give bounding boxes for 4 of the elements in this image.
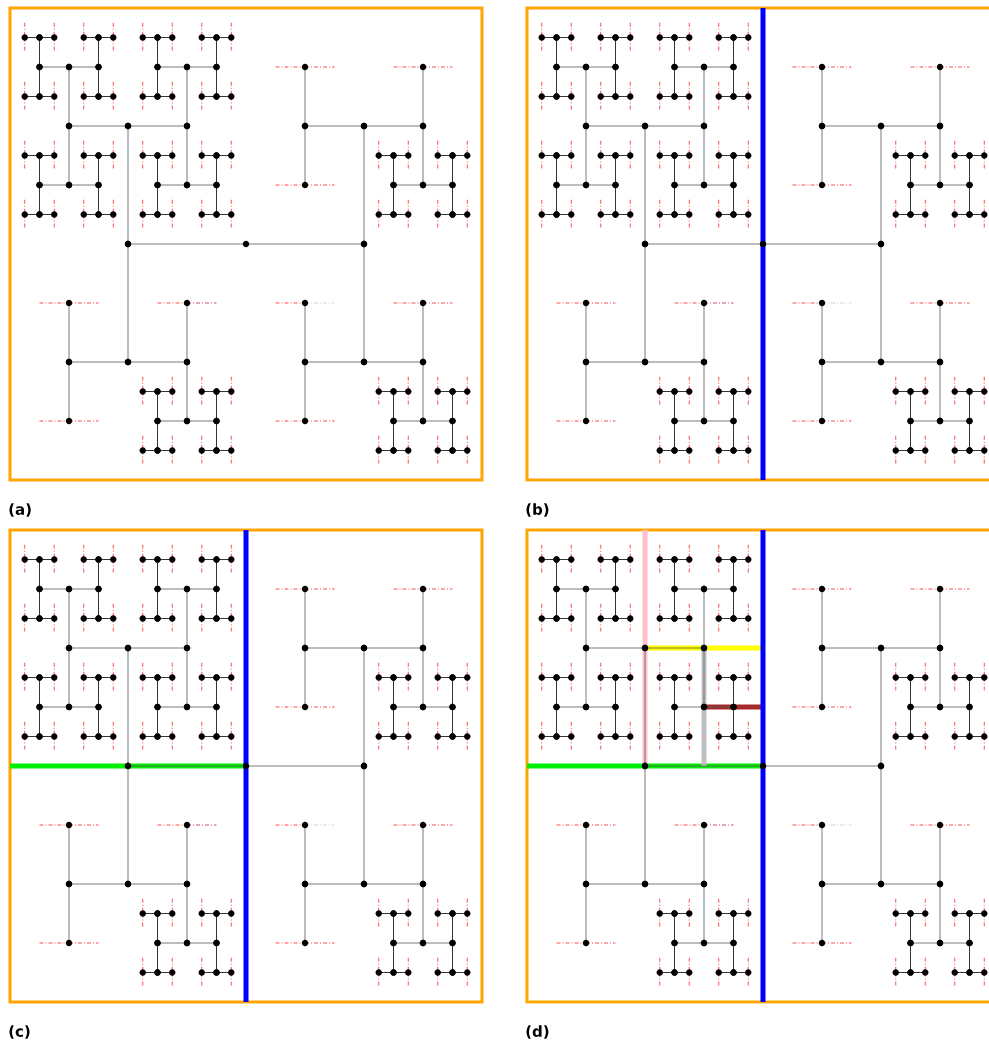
panel-label: (c) [9,1025,30,1039]
panel-label: (d) [526,1025,549,1039]
panel-label: (b) [526,503,549,517]
panel-label: (a) [9,503,31,517]
